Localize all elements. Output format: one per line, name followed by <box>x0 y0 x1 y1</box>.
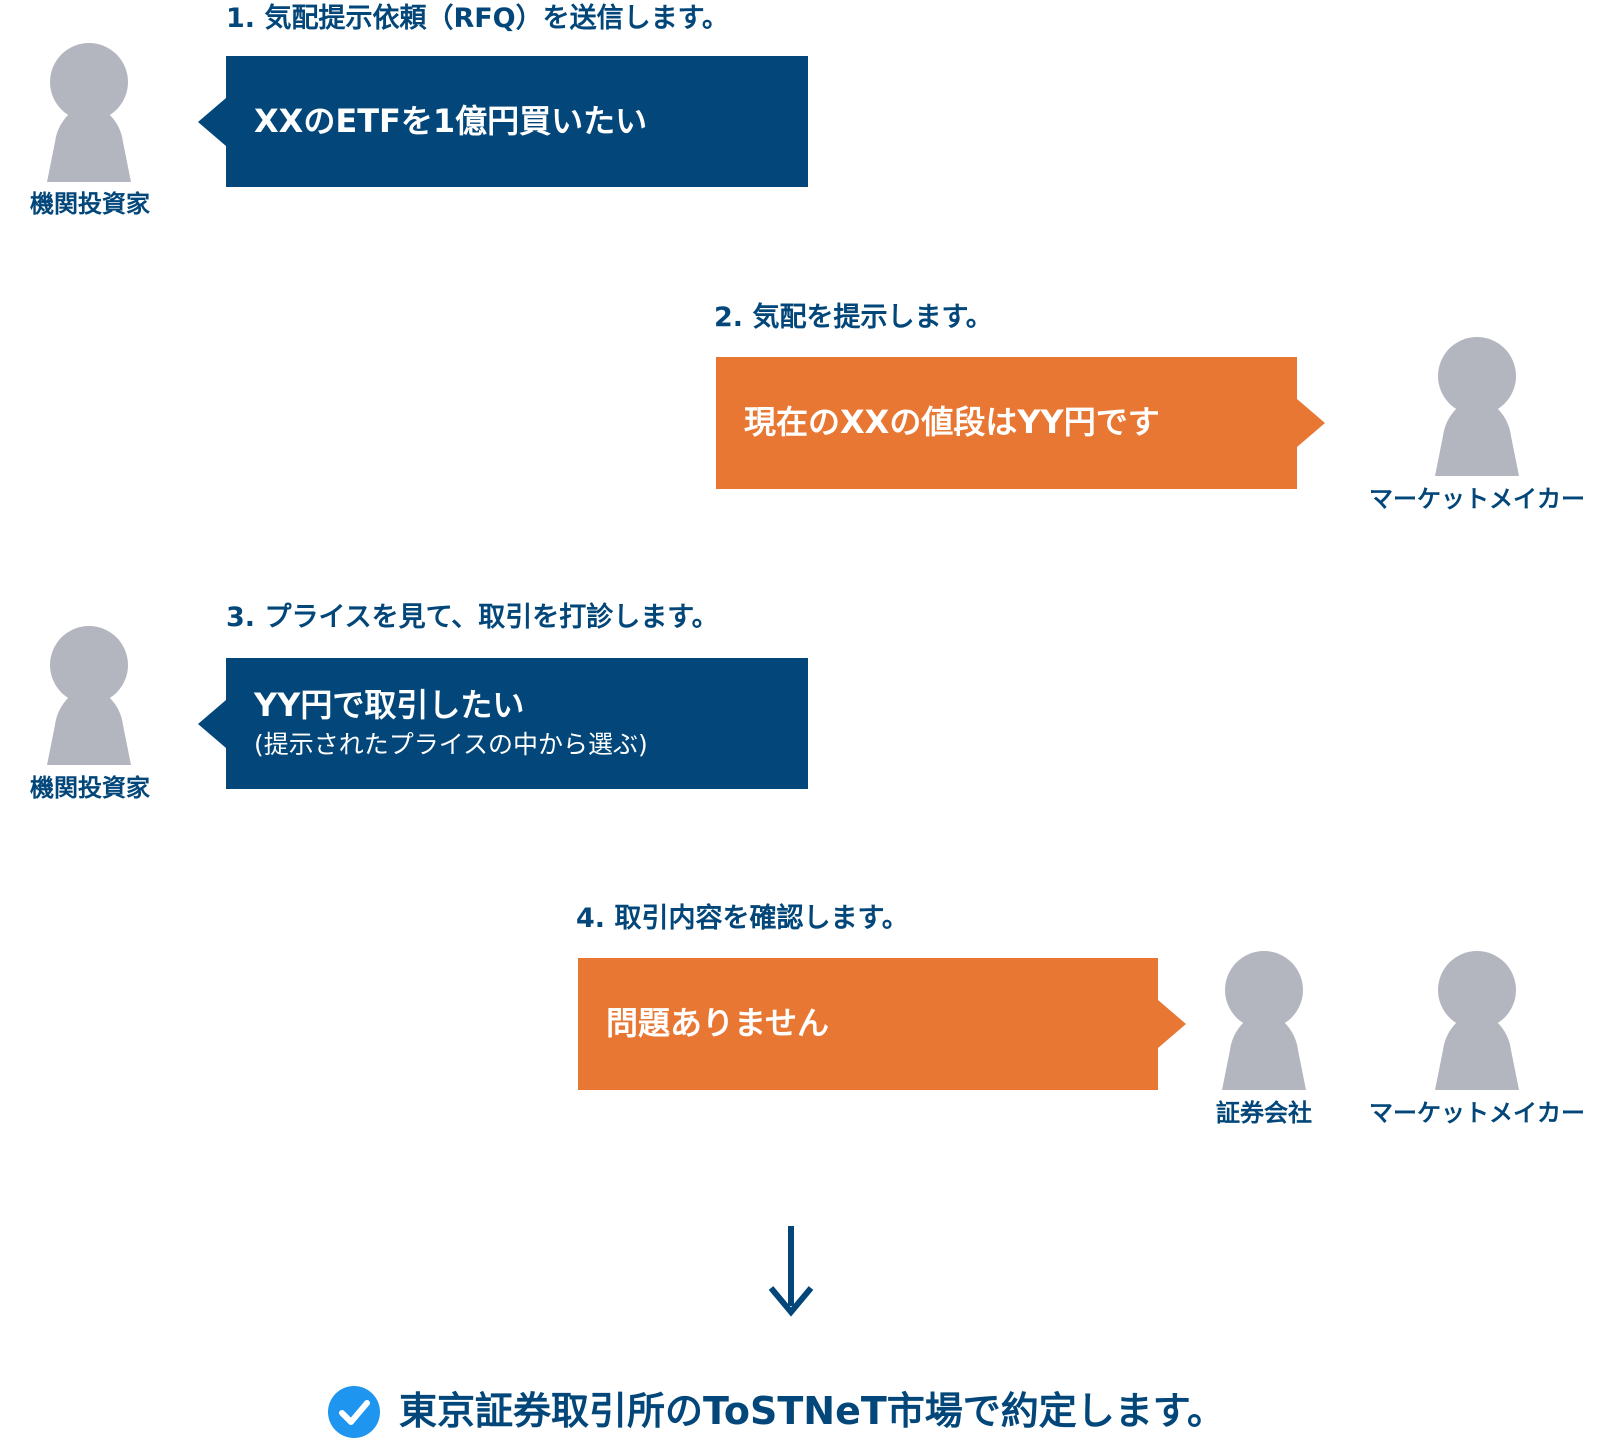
actor-label: 機関投資家 <box>30 774 150 802</box>
step-3-message: YY円で取引したい <box>254 686 525 725</box>
person-icon <box>1427 950 1527 1090</box>
actor-label: マーケットメイカー <box>1369 1099 1585 1127</box>
step-2-bubble: 現在のXXの値段はYY円です <box>716 357 1325 489</box>
step-3-note: (提示されたプライスの中から選ぶ) <box>254 729 648 759</box>
person-icon <box>39 42 139 182</box>
person-icon <box>39 625 139 765</box>
step-3-title: 3. プライスを見て、取引を打診します。 <box>226 602 719 633</box>
step-4-title: 4. 取引内容を確認します。 <box>576 903 909 934</box>
step-4-bubble: 問題ありません <box>578 958 1186 1090</box>
result-text: 東京証券取引所のToSTNeT市場で約定します。 <box>399 1389 1225 1433</box>
check-circle-icon <box>328 1386 380 1438</box>
step-2-title: 2. 気配を提示します。 <box>714 302 993 333</box>
bubble-pointer <box>198 699 226 748</box>
step-4-message: 問題ありません <box>606 1004 830 1043</box>
step-2-message: 現在のXXの値段はYY円です <box>744 403 1160 442</box>
step-1-title: 1. 気配提示依頼（RFQ）を送信します。 <box>226 3 729 34</box>
bubble-pointer <box>1158 1000 1186 1048</box>
person-icon <box>1427 336 1527 476</box>
step-1-message: XXのETFを1億円買いたい <box>254 101 648 140</box>
arrow-down-icon <box>768 1226 814 1317</box>
actor-label: マーケットメイカー <box>1369 485 1585 513</box>
person-icon <box>1214 950 1314 1090</box>
bubble-pointer <box>1297 399 1325 447</box>
step-3-bubble: YY円で取引したい (提示されたプライスの中から選ぶ) <box>198 658 808 789</box>
actor-label: 機関投資家 <box>30 190 150 218</box>
bubble-pointer <box>198 97 226 146</box>
actor-label: 証券会社 <box>1216 1099 1312 1127</box>
step-1-bubble: XXのETFを1億円買いたい <box>198 56 808 187</box>
